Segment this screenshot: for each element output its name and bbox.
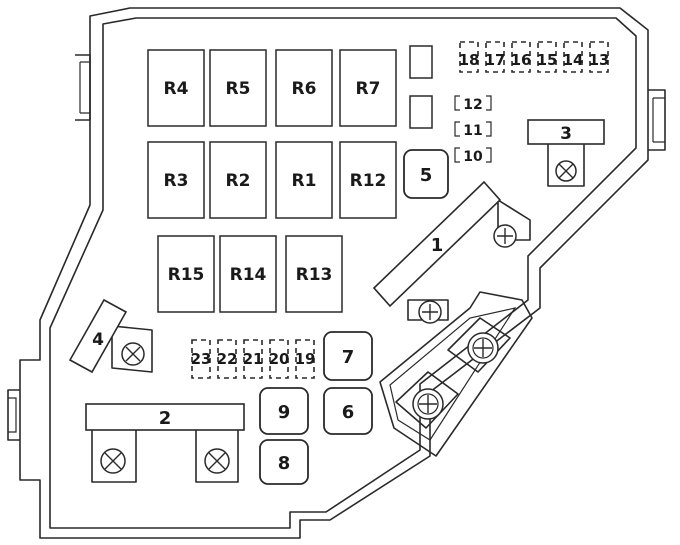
mini-fuse-label: 14 <box>563 51 584 69</box>
fuse-box-housing <box>7 7 666 539</box>
mini-fuse-slot <box>511 41 531 73</box>
mini-fuse-label: 21 <box>243 350 264 368</box>
main-fuse-label: 2 <box>159 408 172 429</box>
relay-label: R1 <box>292 171 317 191</box>
fuse-label: 6 <box>342 402 355 423</box>
relay-slot <box>219 235 277 313</box>
main-fuse-label: 4 <box>92 330 104 350</box>
main-fuse-1: 1 <box>372 180 531 324</box>
relay-slot <box>209 141 267 219</box>
mini-fuse-slot <box>243 339 263 379</box>
mini-fuse-label: 20 <box>269 350 290 368</box>
mini-fuse-label: 15 <box>537 51 558 69</box>
fuse-slot <box>259 387 309 435</box>
main-fuse-2: 2 <box>85 403 245 483</box>
relay-label: R5 <box>226 79 251 99</box>
mini-fuse-label: 16 <box>511 51 532 69</box>
mini-fuse-slot <box>191 339 211 379</box>
mini-fuse-label: 13 <box>589 51 610 69</box>
relay-label: R13 <box>296 265 333 285</box>
fuse-slot <box>259 439 309 485</box>
relay-label: R12 <box>350 171 387 191</box>
mini-fuse-slot <box>269 339 289 379</box>
bottom-mini-fuse-row: 23 22 21 20 19 <box>191 339 316 379</box>
relay-label: R15 <box>168 265 205 285</box>
mini-fuse-label: 11 <box>463 123 482 139</box>
mini-fuse-label: 23 <box>191 350 212 368</box>
mini-fuse-label: 12 <box>463 97 482 113</box>
mini-fuse-label: 22 <box>217 350 238 368</box>
relay-slot <box>339 49 397 127</box>
main-fuse-label: 1 <box>431 235 444 256</box>
side-mini-fuse-stack: 12 11 10 <box>454 95 492 165</box>
fuse-slot <box>323 331 373 381</box>
mini-fuse-label: 10 <box>463 149 483 165</box>
relay-slot <box>147 141 205 219</box>
relay-slot <box>209 49 267 127</box>
mini-fuse-slot <box>295 339 315 379</box>
relay-slot <box>275 49 333 127</box>
mini-fuse-slot <box>589 41 609 73</box>
relay-label: R6 <box>292 79 317 99</box>
fuse-slot <box>323 387 373 435</box>
mini-fuse-slot <box>459 41 479 73</box>
relay-label: R14 <box>230 265 267 285</box>
main-fuse-label: 3 <box>560 124 572 144</box>
battery-terminals <box>395 317 511 429</box>
mini-fuse-label: 17 <box>485 51 506 69</box>
relay-label: R3 <box>164 171 189 191</box>
mini-fuse-slot <box>485 41 505 73</box>
mini-fuse-label: 18 <box>459 51 480 69</box>
fuse-label: 9 <box>278 402 291 423</box>
relay-slot <box>285 235 343 313</box>
mini-fuse-slot <box>563 41 583 73</box>
mini-fuse-label: 19 <box>295 350 316 368</box>
main-fuse-3: 3 <box>527 119 605 187</box>
fuse-label: 8 <box>278 453 291 474</box>
relay-slot <box>275 141 333 219</box>
relay-label: R4 <box>164 79 189 99</box>
relay-slot <box>147 49 205 127</box>
mini-fuse-slot <box>537 41 557 73</box>
main-fuse-4: 4 <box>68 298 153 374</box>
relay-label: R2 <box>226 171 251 191</box>
relay-label: R7 <box>356 79 381 99</box>
fuse-label: 5 <box>420 165 433 186</box>
relay-slot <box>339 141 397 219</box>
relay-slot <box>157 235 215 313</box>
top-mini-fuse-row: 18 17 16 15 14 13 <box>459 41 610 73</box>
fuse-label: 7 <box>342 347 355 368</box>
mini-fuse-slot <box>217 339 237 379</box>
blank-slots <box>409 45 433 129</box>
fuse-slot <box>403 149 449 199</box>
